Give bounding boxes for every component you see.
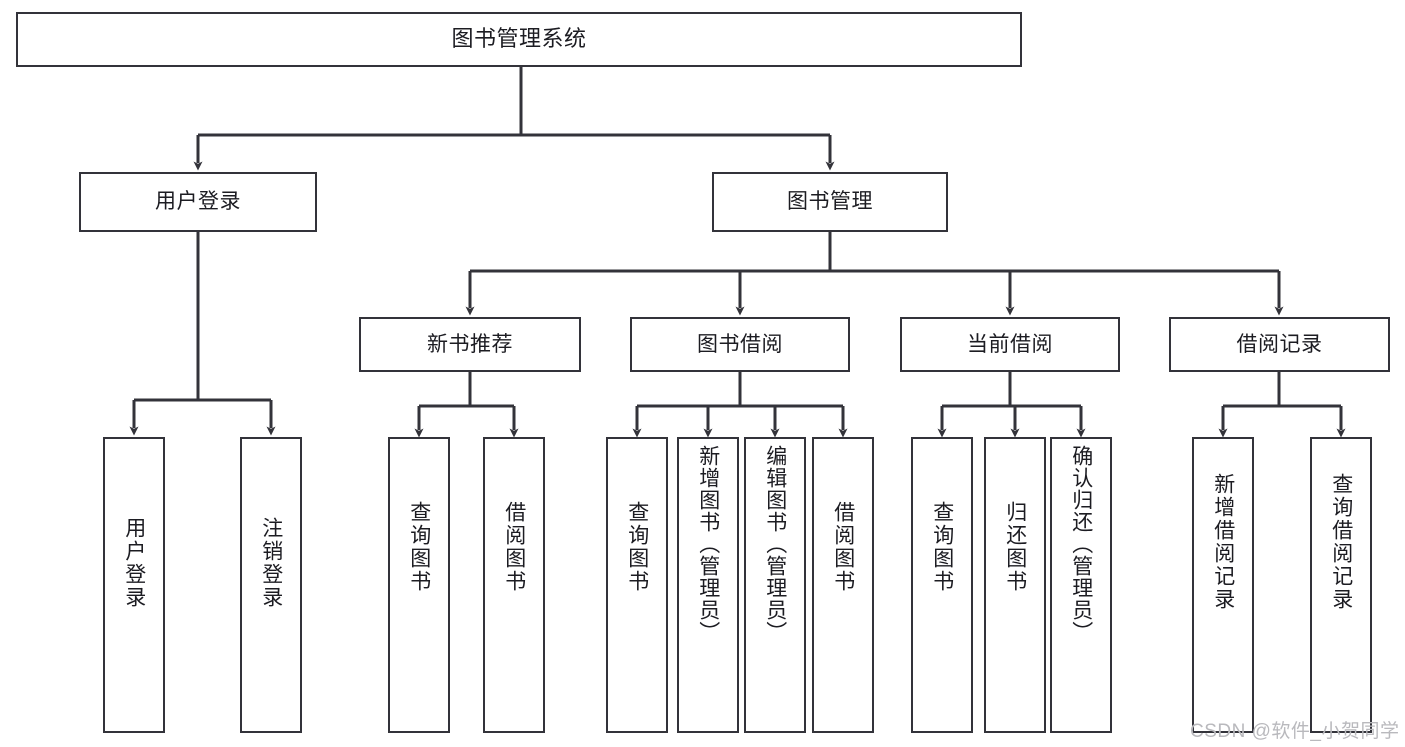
node-root[interactable]: 图书管理系统 (16, 12, 1022, 67)
leaf-add-book-admin-label: 新增图书（管理员） (696, 445, 720, 643)
node-book-borrow-label: 图书借阅 (697, 332, 783, 356)
node-current-borrow-label: 当前借阅 (967, 332, 1053, 356)
leaf-query-book-borrow-label: 查询图书 (625, 501, 649, 593)
leaf-edit-book-admin[interactable]: 编辑图书（管理员） (744, 437, 806, 733)
leaf-borrow-book-recommend[interactable]: 借阅图书 (483, 437, 545, 733)
node-borrow-record-label: 借阅记录 (1236, 332, 1323, 356)
node-new-book-recommend[interactable]: 新书推荐 (359, 317, 581, 372)
leaf-return-book-label: 归还图书 (1003, 501, 1027, 593)
node-user-login-label: 用户登录 (155, 190, 241, 214)
leaf-user-login-label: 用户登录 (122, 517, 146, 609)
node-user-login[interactable]: 用户登录 (79, 172, 317, 232)
leaf-query-borrow-record-label: 查询借阅记录 (1329, 473, 1353, 611)
leaf-query-book-current[interactable]: 查询图书 (911, 437, 973, 733)
leaf-borrow-book-recommend-label: 借阅图书 (502, 501, 526, 593)
node-new-book-recommend-label: 新书推荐 (427, 332, 513, 356)
watermark: CSDN @软件_小贺同学 (1190, 721, 1400, 742)
leaf-add-book-admin[interactable]: 新增图书（管理员） (677, 437, 739, 733)
leaf-logout-label: 注销登录 (259, 517, 283, 609)
node-book-management-label: 图书管理 (787, 190, 873, 214)
node-current-borrow[interactable]: 当前借阅 (900, 317, 1120, 372)
leaf-add-borrow-record[interactable]: 新增借阅记录 (1192, 437, 1254, 733)
leaf-edit-book-admin-label: 编辑图书（管理员） (763, 445, 787, 643)
leaf-add-borrow-record-label: 新增借阅记录 (1211, 473, 1235, 611)
node-borrow-record[interactable]: 借阅记录 (1169, 317, 1390, 372)
leaf-logout[interactable]: 注销登录 (240, 437, 302, 733)
leaf-query-book-current-label: 查询图书 (930, 501, 954, 593)
leaf-return-book[interactable]: 归还图书 (984, 437, 1046, 733)
leaf-confirm-return-admin[interactable]: 确认归还（管理员） (1050, 437, 1112, 733)
leaf-query-book-recommend[interactable]: 查询图书 (388, 437, 450, 733)
node-root-label: 图书管理系统 (451, 26, 587, 52)
leaf-confirm-return-admin-label: 确认归还（管理员） (1069, 445, 1093, 643)
node-book-borrow[interactable]: 图书借阅 (630, 317, 850, 372)
leaf-borrow-book-label: 借阅图书 (831, 501, 855, 593)
leaf-query-book-recommend-label: 查询图书 (407, 501, 431, 593)
node-book-management[interactable]: 图书管理 (712, 172, 948, 232)
leaf-user-login[interactable]: 用户登录 (103, 437, 165, 733)
leaf-query-book-borrow[interactable]: 查询图书 (606, 437, 668, 733)
leaf-query-borrow-record[interactable]: 查询借阅记录 (1310, 437, 1372, 733)
leaf-borrow-book[interactable]: 借阅图书 (812, 437, 874, 733)
